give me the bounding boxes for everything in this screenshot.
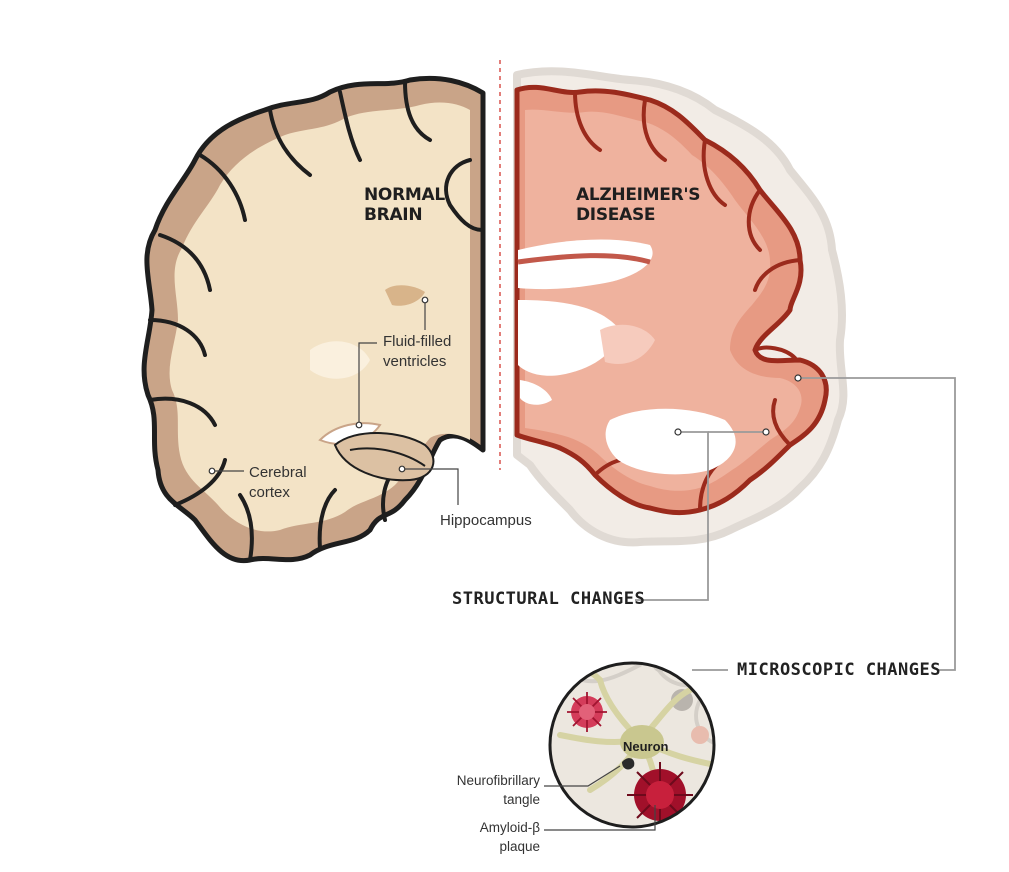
alzheimers-brain-hemisphere [513, 67, 848, 547]
normal-white-matter-shape [169, 102, 470, 532]
normal-sulci [148, 80, 484, 562]
neuron-body [620, 725, 664, 759]
structural-changes-leader [635, 428, 770, 601]
tangle-mark [622, 758, 635, 770]
normal-brain-hemisphere [141, 75, 486, 564]
alz-ventricle-upper [518, 239, 653, 290]
cortex-label-line1: Cerebral [249, 464, 307, 481]
microscopic-inset: Neuron [548, 661, 716, 829]
normal-hippocampus-shape [333, 432, 435, 482]
ventricles-label-line2: ventricles [383, 353, 446, 370]
normal-brain-title: NORMAL BRAIN [364, 185, 446, 225]
alz-white-matter-shape [525, 109, 802, 491]
tangle-label-line2: tangle [503, 792, 540, 807]
hippocampus-callout: Hippocampus [398, 465, 532, 529]
plaque-label-line2: plaque [499, 839, 540, 854]
tangle-label-line1: Neurofibrillary [457, 773, 541, 788]
cortex-callout: Cerebral cortex [208, 464, 307, 501]
alz-sulci [573, 90, 802, 512]
alzheimers-title: ALZHEIMER'S DISEASE [576, 185, 701, 225]
tangle-callout: Neurofibrillary tangle [457, 765, 621, 807]
plaque-callout: Amyloid-β plaque [480, 805, 656, 854]
neuron-label: Neuron [623, 739, 669, 754]
alz-ventricle-middle [518, 300, 620, 376]
microscopic-changes-heading: MICROSCOPIC CHANGES [737, 660, 941, 680]
plaque-large [627, 762, 693, 827]
hippocampus-label: Hippocampus [440, 512, 532, 529]
ventricles-label-line1: Fluid-filled [383, 333, 451, 350]
microscopic-changes-leader [692, 374, 956, 671]
alz-title-line1: ALZHEIMER'S [576, 185, 700, 205]
normal-ventricle-upper [385, 285, 425, 306]
cortex-label-line2: cortex [249, 484, 290, 501]
normal-title-line2: BRAIN [364, 205, 422, 225]
structural-changes-heading: STRUCTURAL CHANGES [452, 589, 645, 609]
plaque-label-line1: Amyloid-β [480, 820, 541, 835]
normal-title-line1: NORMAL [364, 185, 445, 205]
alz-ventricle-lower [605, 408, 736, 475]
plaque-small [567, 692, 607, 732]
ventricles-callout: Fluid-filled ventricles [355, 296, 451, 429]
alz-title-line2: DISEASE [576, 205, 655, 225]
